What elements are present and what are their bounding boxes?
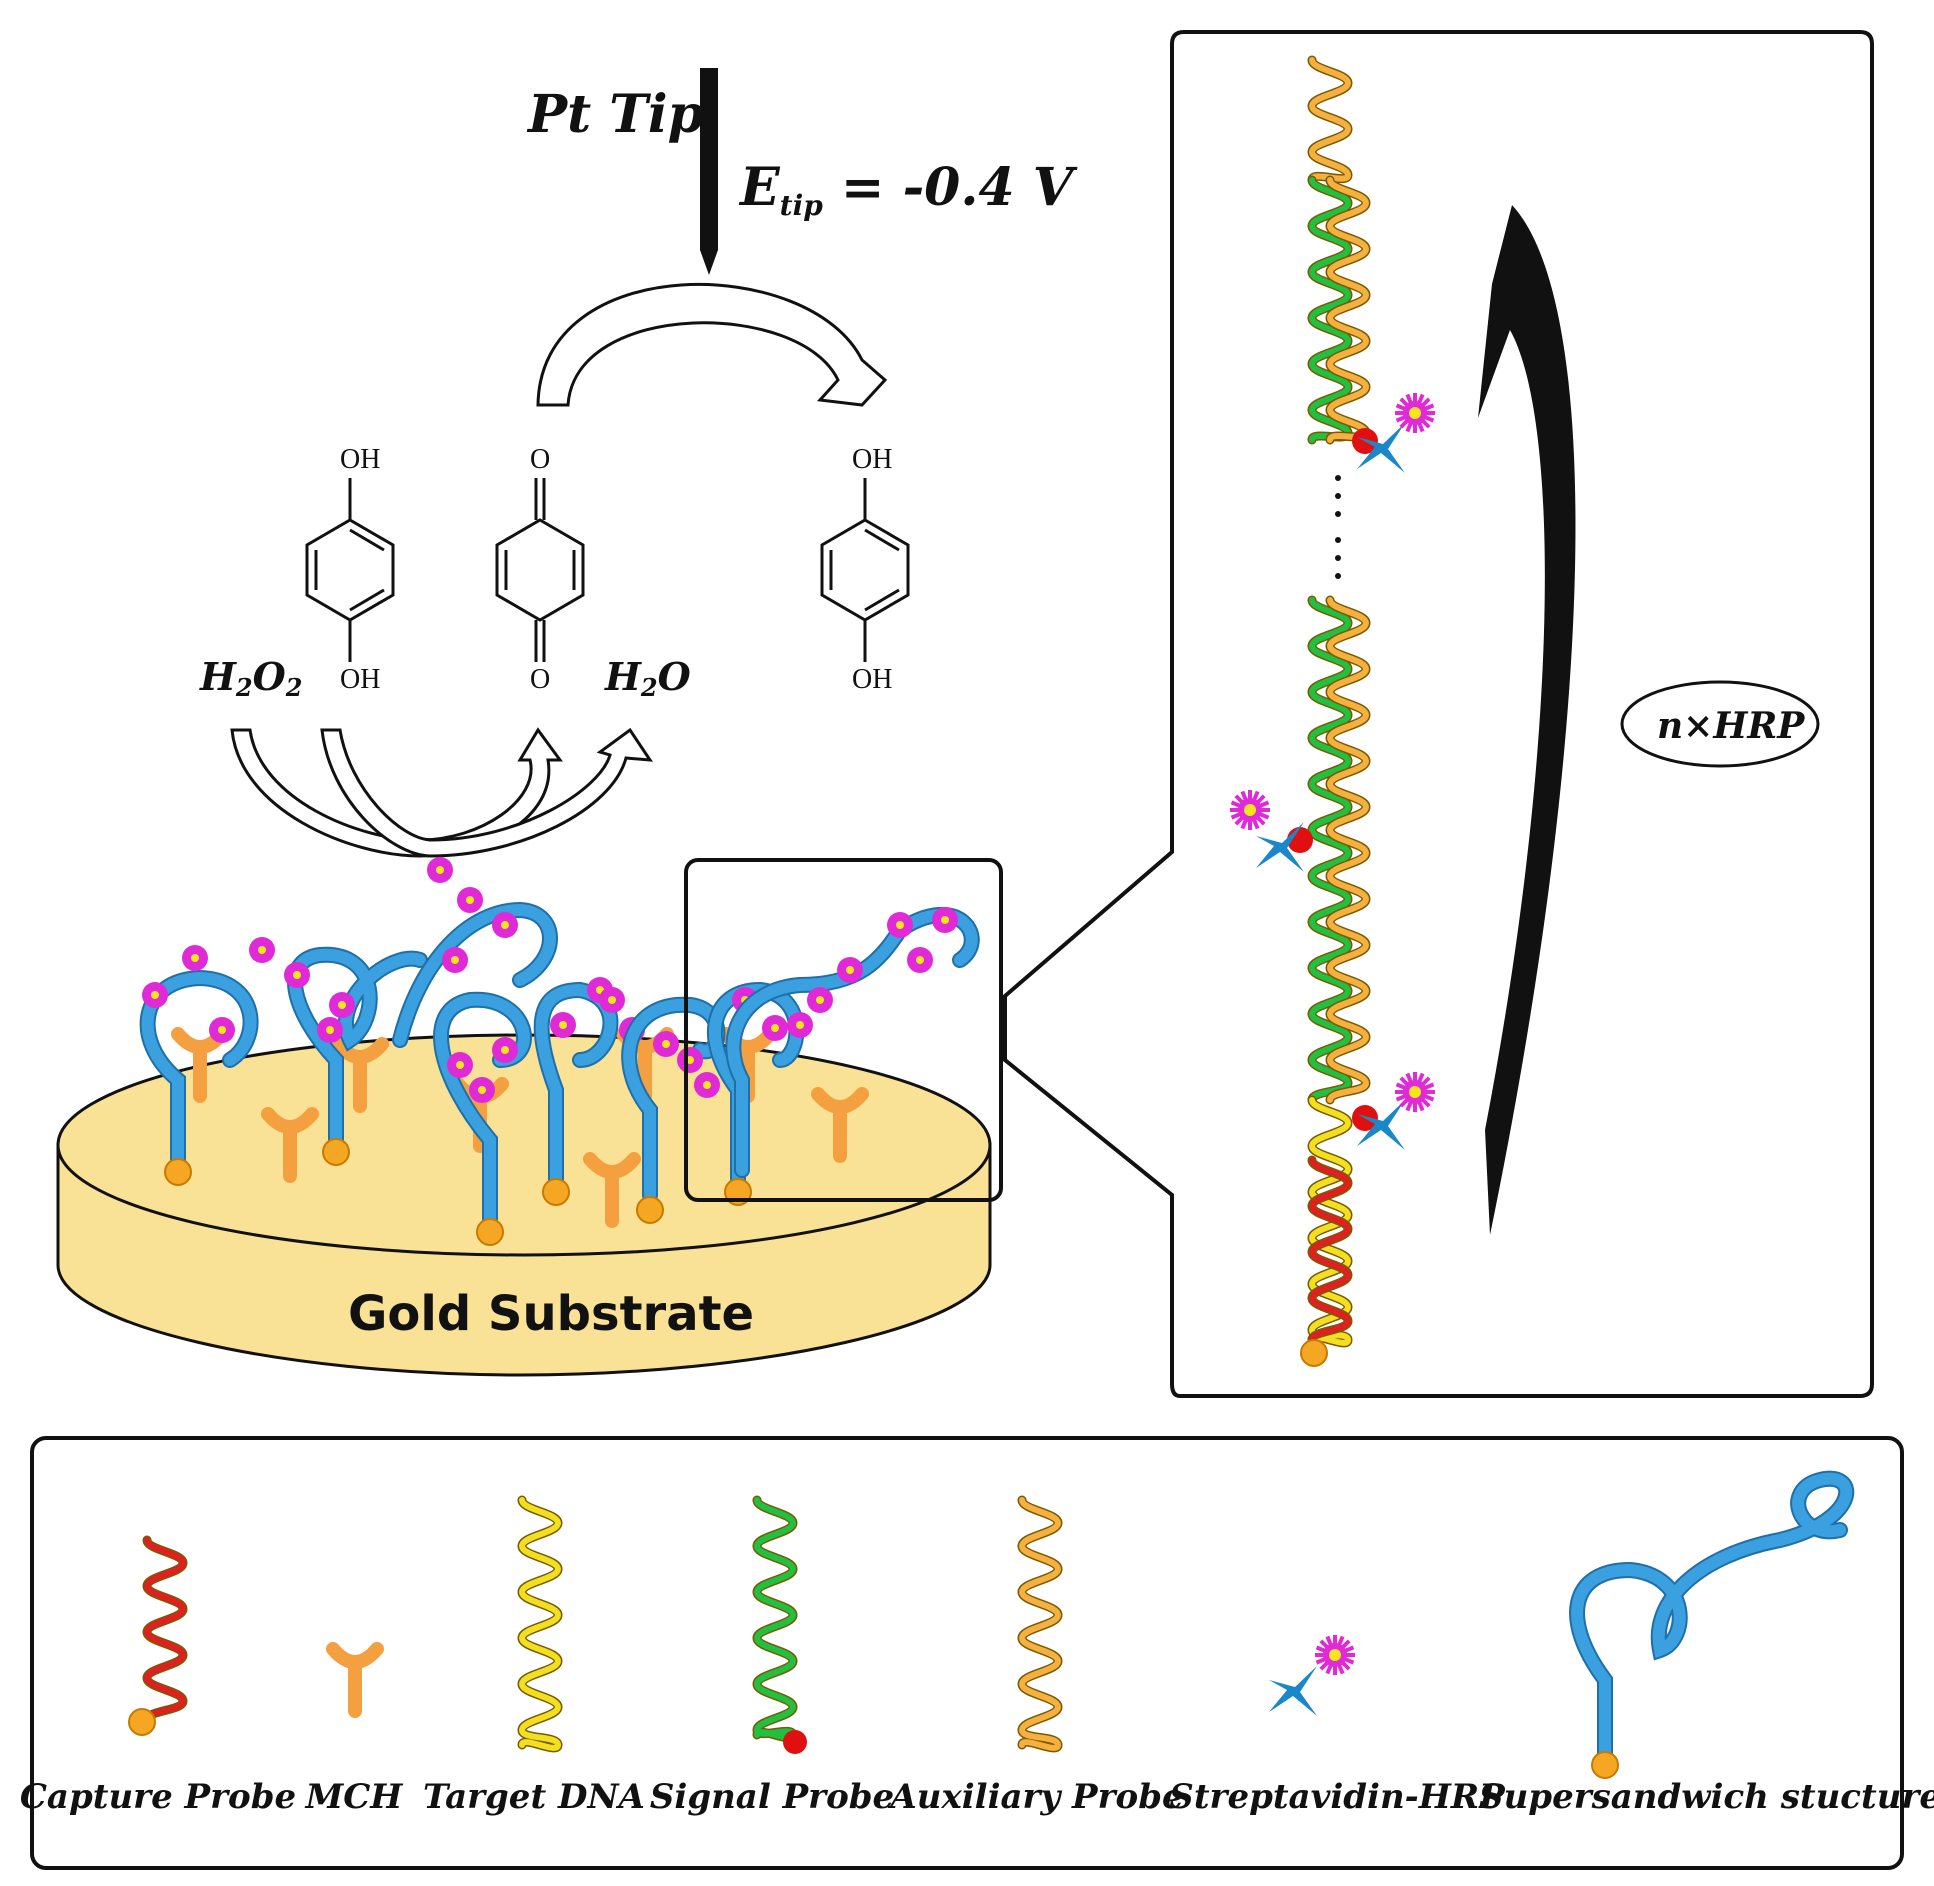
oh-bottom-right: OH [852,664,892,695]
h2o2-label: H2O2 [199,654,302,702]
legend-signal-probe-icon [752,1495,798,1743]
supersandwich-ribbon [433,991,532,1228]
mch-molecule [583,1152,641,1228]
dna-helix-stack [1300,55,1371,1367]
supersandwich-ribbon [249,937,428,1148]
legend-anchor-bead [1591,1751,1619,1779]
legend-label: Auxiliary Probe [887,1777,1183,1817]
supersandwich-layer [139,857,980,1246]
legend-label: Streptavidin-HRP [1169,1777,1506,1817]
n-hrp-oval [1620,680,1820,768]
tip-reduction-arrow [536,282,888,407]
enzyme-reaction-arrows [230,727,653,858]
o-bottom: O [530,664,550,695]
hrp-enzyme-icon [1395,393,1435,433]
zoom-box [684,858,1003,1202]
legend-label: Signal Probe [650,1777,894,1817]
magnified-panel [1003,30,1874,1398]
tip-potential-label: Etip = -0.4 V [738,157,1078,222]
streptavidin-hrp-markers [1230,393,1435,1150]
hrp-enzyme-icon [1395,1072,1435,1112]
legend-supersandwich-icon [1569,1470,1855,1768]
signal-probe-helix [1307,595,1353,1105]
oh-top-left: OH [340,444,380,475]
legend-anchor-bead [128,1708,156,1736]
gold-anchor-bead [542,1178,570,1206]
gold-anchor-bead [476,1218,504,1246]
oh-top-right: OH [852,444,892,475]
o-top: O [530,444,550,475]
legend-target-dna-icon [517,1495,563,1753]
legend-label: MCH [305,1777,405,1817]
legend-icons [128,1470,1855,1779]
gold-anchor-bead [636,1196,664,1224]
hydroquinone-right [820,478,910,662]
supersandwich-ribbon [392,857,558,1048]
streptavidin-icon [1256,822,1304,872]
auxiliary-probe-helix [1307,55,1353,185]
capture-probe-helix [1307,1155,1353,1345]
legend-label: Target DNA [423,1777,645,1817]
pt-tip [700,68,718,275]
gold-anchor-bead [322,1138,350,1166]
oh-bottom-left: OH [340,664,380,695]
gold-anchor-bead [164,1158,192,1186]
helix-gap-dots [1335,475,1341,579]
hrp-enzyme-icon [1230,790,1270,830]
streptavidin-icon [1357,1100,1405,1150]
legend-label: Supersandwich stucture [1479,1777,1934,1817]
legend-label: Capture Probe [20,1777,296,1817]
auxiliary-probe-helix [1325,175,1371,445]
capture-anchor-bead [1300,1339,1328,1367]
hydroquinone-left [305,478,395,662]
signal-probe-helix [1307,175,1353,445]
streptavidin-icon [1357,423,1405,473]
h2o-label: H2O [604,654,691,702]
legend-biotin-dot [783,1730,807,1754]
legend-hrp-icon [1315,1635,1355,1675]
legend-mch-icon [326,1642,384,1718]
gold-substrate-label: Gold Substrate [348,1286,754,1342]
supersandwich-ribbon [725,907,980,1178]
pt-tip-label: Pt Tip [526,84,704,145]
benzoquinone [495,478,585,662]
amplification-arrow [1478,205,1576,1235]
mch-molecule [261,1107,319,1183]
mch-molecule [811,1087,869,1163]
auxiliary-probe-helix [1325,595,1371,1105]
legend-auxiliary-probe-icon [1017,1495,1063,1753]
legend-streptavidin-icon [1269,1666,1317,1716]
legend-capture-probe-icon [142,1535,188,1725]
n-hrp-label: n×HRP [1657,705,1805,747]
supersandwich-ribbon [139,945,259,1168]
target-dna-helix [1307,1095,1353,1348]
legend-box [30,1436,1904,1870]
mch-molecule [331,1037,389,1113]
